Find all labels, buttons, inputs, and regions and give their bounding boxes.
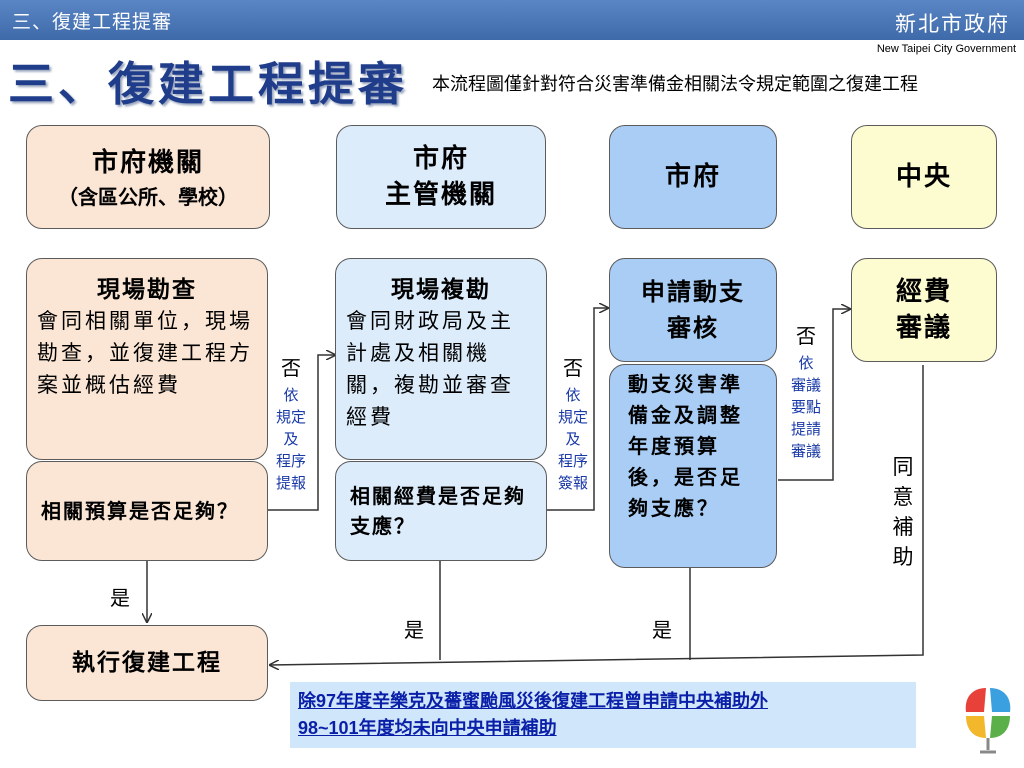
step-review: 經費 審議 — [851, 258, 997, 362]
step-review-line1: 經費 — [895, 277, 952, 307]
step-budget-question-text: 相關預算是否足夠？ — [41, 499, 239, 523]
edge-approve-label: 同 意 補 助 — [892, 455, 914, 569]
step-apply-line1: 申請動支 — [641, 277, 745, 306]
step-site-survey-title: 現場勘查 — [97, 276, 197, 303]
header-city-competent-line1: 市府 — [412, 144, 469, 174]
edge-yes-2: 是 — [404, 618, 424, 642]
step-review-line2: 審議 — [895, 313, 952, 343]
step-apply: 申請動支 審核 — [609, 258, 777, 362]
step-site-survey: 現場勘查 會同相關單位，現場勘查，並復建工程方案並概估經費 — [26, 258, 268, 460]
header-city-gov: 市府 — [609, 125, 777, 229]
edge-no-2: 否 — [563, 356, 583, 380]
connector-funding-no — [547, 308, 608, 511]
header-city-competent: 市府 主管機關 — [336, 125, 546, 229]
step-execute: 執行復建工程 — [26, 625, 268, 701]
step-resurvey: 現場複勘 會同財政局及主計處及相關機關，複勘並審查經費 — [335, 258, 547, 460]
connector-approve — [270, 365, 924, 665]
step-execute-text: 執行復建工程 — [72, 649, 222, 676]
org-name-en: New Taipei City Government — [876, 43, 1016, 55]
step-reserve-question-text: 動支災害準備金及調整年度預算後，是否足夠支應？ — [628, 372, 743, 520]
header-city-competent-line2: 主管機關 — [384, 180, 497, 210]
connector-budget-no — [268, 355, 335, 511]
step-resurvey-body: 會同財政局及主計處及相關機關，複勘並審查經費 — [346, 309, 514, 429]
step-funding-question-text: 相關經費是否足夠支應？ — [350, 484, 526, 538]
step-funding-question: 相關經費是否足夠支應？ — [335, 461, 547, 561]
edge-note-3: 依 審議 要點 提請 審議 — [790, 354, 821, 460]
header-city-agency: 市府機關 （含區公所、學校） — [26, 125, 270, 229]
info-note-line2: 98~101年度均未向中央申請補助 — [298, 718, 557, 738]
edge-no-1: 否 — [281, 356, 301, 380]
header-central-title: 中央 — [895, 162, 952, 192]
info-note-line1: 除97年度辛樂克及薔蜜颱風災後復建工程曾申請中央補助外 — [298, 691, 769, 711]
edge-note-2: 依 規定 及 程序 簽報 — [557, 386, 588, 492]
breadcrumb: 三、復建工程提審 — [12, 11, 173, 33]
header-bar: 三、復建工程提審 新北市政府 — [0, 0, 1024, 40]
header-city-gov-title: 市府 — [664, 162, 721, 192]
page-subtitle: 本流程圖僅針對符合災害準備金相關法令規定範圍之復建工程 — [432, 74, 918, 95]
connector-reserve-no — [778, 309, 850, 481]
header-city-agency-title: 市府機關 — [91, 147, 204, 178]
page-title: 三、復建工程提審 — [8, 57, 408, 111]
step-reserve-question: 動支災害準備金及調整年度預算後，是否足夠支應？ — [609, 364, 777, 568]
step-site-survey-body: 會同相關單位，現場勘查，並復建工程方案並概估經費 — [37, 309, 253, 397]
new-taipei-city-logo-icon — [965, 688, 1011, 754]
edge-no-3: 否 — [796, 324, 816, 348]
step-apply-line2: 審核 — [667, 313, 719, 342]
edge-note-1: 依 規定 及 程序 提報 — [275, 386, 306, 492]
header-central: 中央 — [851, 125, 997, 229]
org-name: 新北市政府 — [895, 12, 1010, 36]
edge-yes-1: 是 — [110, 586, 130, 610]
header-city-agency-subtitle: （含區公所、學校） — [58, 184, 238, 209]
info-note: 除97年度辛樂克及薔蜜颱風災後復建工程曾申請中央補助外 98~101年度均未向中… — [290, 682, 916, 748]
step-resurvey-title: 現場複勘 — [391, 276, 491, 303]
step-budget-question: 相關預算是否足夠？ — [26, 461, 268, 561]
edge-yes-3: 是 — [652, 618, 672, 642]
